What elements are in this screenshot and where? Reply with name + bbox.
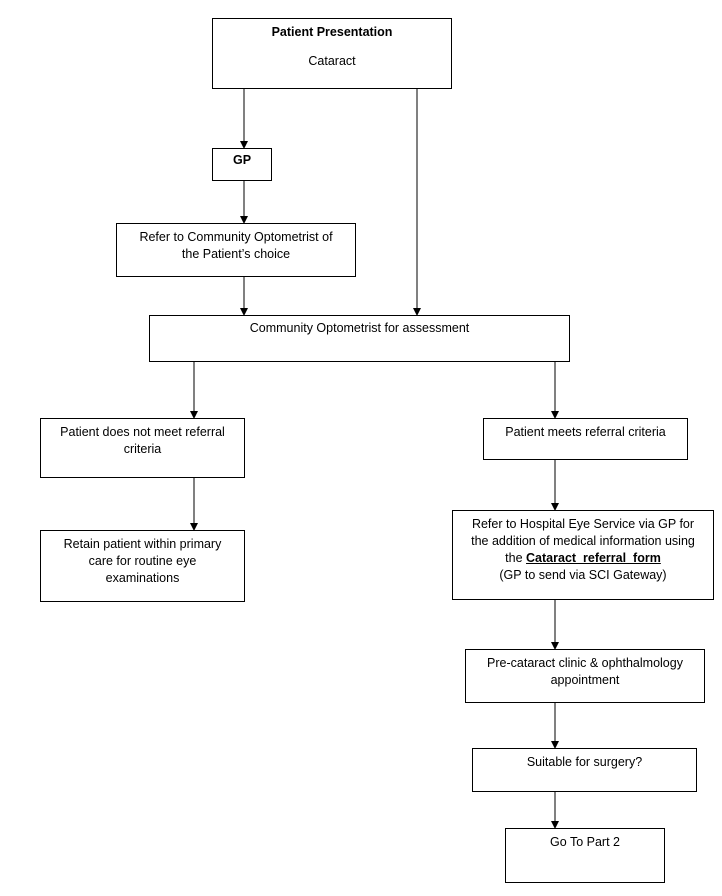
refer-hospital-line-3: the Cataract referral form xyxy=(457,550,709,567)
meets-label: Patient meets referral criteria xyxy=(505,425,666,439)
refer-optometrist-line-1: Refer to Community Optometrist of xyxy=(139,230,333,244)
refer-hospital-line-1: Refer to Hospital Eye Service via GP for xyxy=(471,517,695,531)
not-meet-line-1: Patient does not meet referral xyxy=(60,425,225,439)
retain-line-1: Retain patient within primary xyxy=(63,537,222,551)
suitable-for-surgery-box: Suitable for surgery? xyxy=(472,748,697,792)
refer-optometrist-box: Refer to Community Optometrist of the Pa… xyxy=(116,223,356,277)
retain-in-primary-care-box: Retain patient within primary care for r… xyxy=(40,530,245,602)
not-meet-criteria-box: Patient does not meet referral criteria xyxy=(40,418,245,478)
refer-hospital-eye-service-box: Refer to Hospital Eye Service via GP for… xyxy=(452,510,714,600)
refer-hospital-line-4: (GP to send via SCI Gateway) xyxy=(499,568,667,582)
suitable-label: Suitable for surgery? xyxy=(526,755,643,769)
retain-line-3: examinations xyxy=(105,571,180,585)
refer-optometrist-line-2: the Patient’s choice xyxy=(181,247,291,261)
part2-label: Go To Part 2 xyxy=(550,835,620,849)
patient-presentation-title: Patient Presentation xyxy=(271,25,393,39)
not-meet-line-2: criteria xyxy=(123,442,162,456)
refer-hospital-line-2: the addition of medical information usin… xyxy=(471,534,695,548)
refer-hospital-line-3-prefix: the xyxy=(505,551,527,565)
meets-criteria-box: Patient meets referral criteria xyxy=(483,418,688,460)
pre-cataract-line-1: Pre-cataract clinic & ophthalmology xyxy=(487,656,683,670)
go-to-part-2-box: Go To Part 2 xyxy=(505,828,665,883)
gp-box: GP xyxy=(212,148,272,181)
cataract-referral-form-link[interactable]: Cataract referral form xyxy=(526,551,661,565)
patient-presentation-subtitle: Cataract xyxy=(308,54,356,68)
gp-label: GP xyxy=(232,153,252,167)
patient-presentation-box: Patient Presentation Cataract xyxy=(212,18,452,89)
community-optometrist-assessment-box: Community Optometrist for assessment xyxy=(149,315,570,362)
assessment-label: Community Optometrist for assessment xyxy=(249,321,470,335)
pre-cataract-clinic-box: Pre-cataract clinic & ophthalmology appo… xyxy=(465,649,705,703)
pre-cataract-line-2: appointment xyxy=(550,673,620,687)
retain-line-2: care for routine eye xyxy=(88,554,197,568)
